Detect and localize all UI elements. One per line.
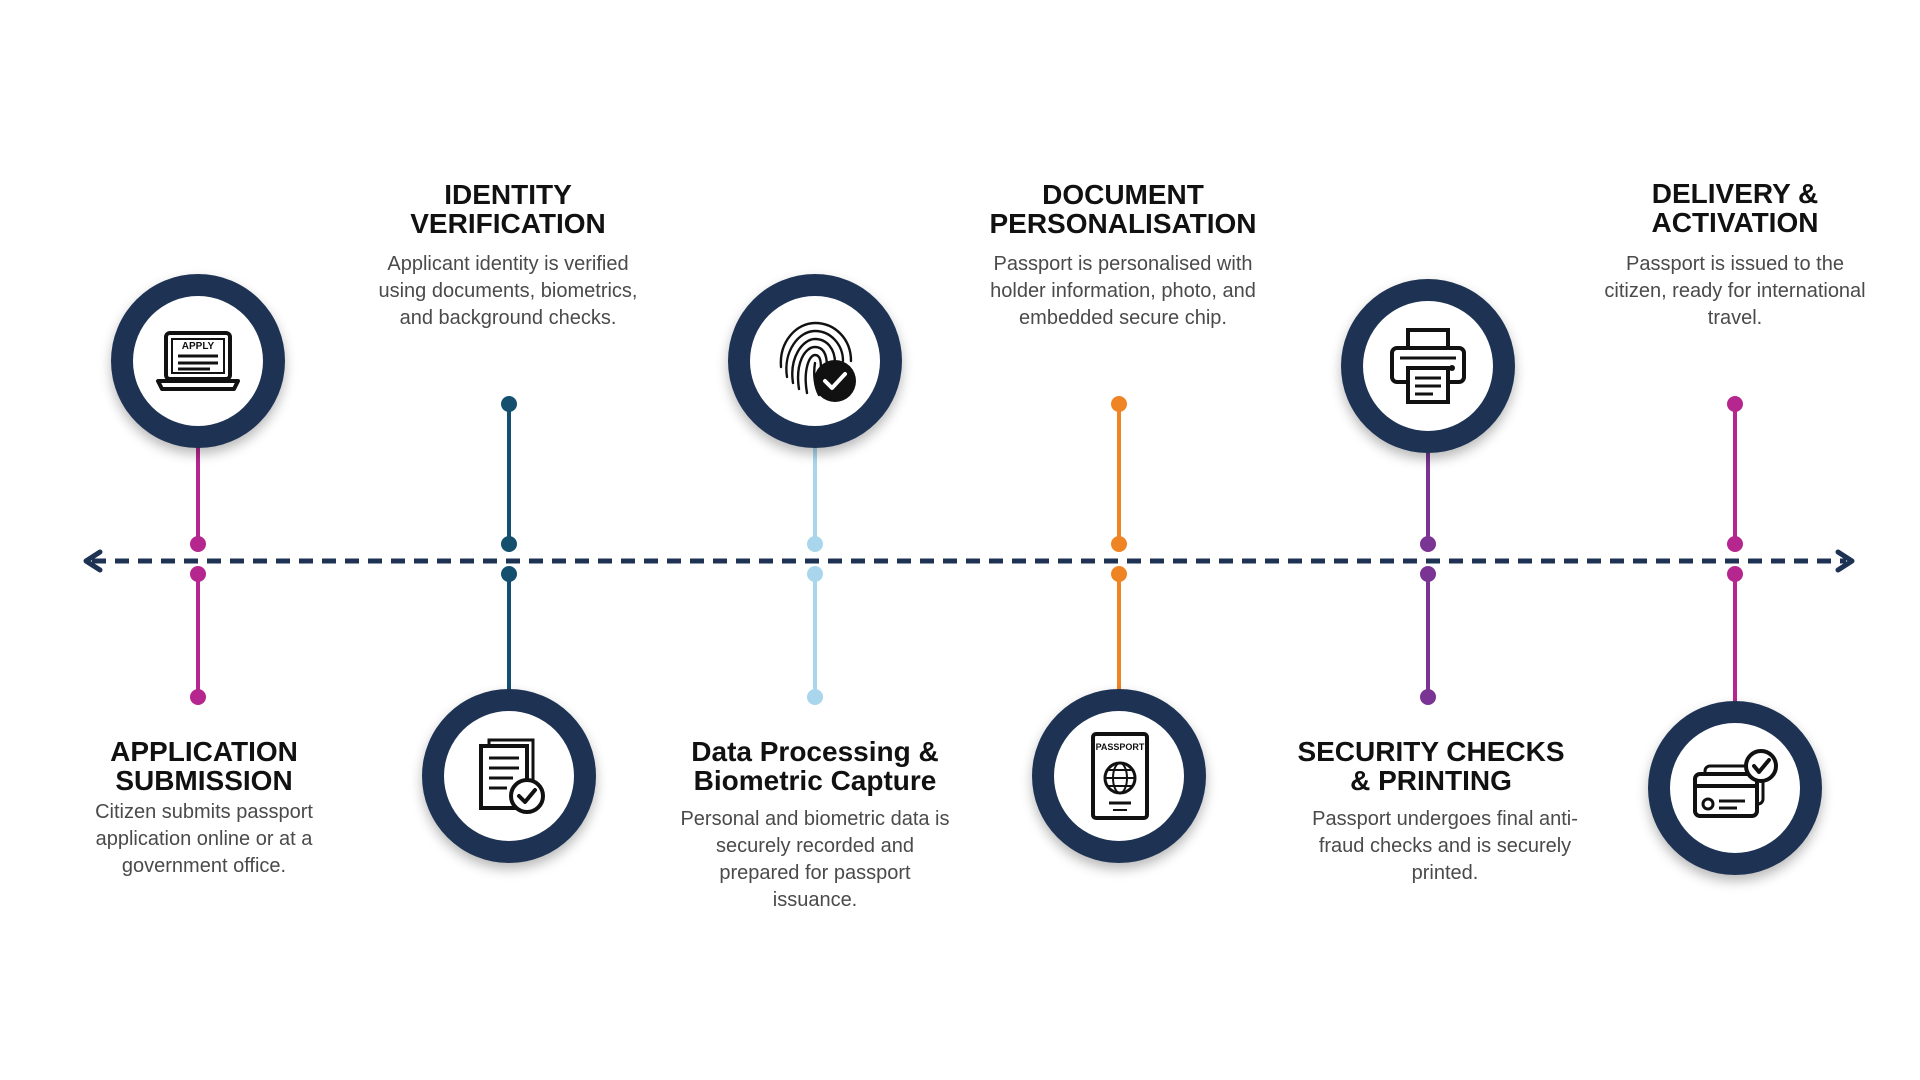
step-3-axis-dot-upper [807,536,823,552]
apply-icon-label: APPLY [182,341,215,352]
step-2-axis-dot-upper [501,536,517,552]
passport-icon-label: PASSPORT [1096,742,1145,752]
step-1-end-dot [190,689,206,705]
step-4-end-dot [1111,396,1127,412]
printer-icon [1390,328,1466,404]
axis-arrow-left [83,549,103,573]
document-check-icon [479,738,545,814]
step-1-title: APPLICATION SUBMISSION [110,736,298,796]
step-5-axis-dot-upper [1420,536,1436,552]
step-3-axis-dot-lower [807,566,823,582]
step-3-icon-circle [728,274,902,448]
passport-icon: PASSPORT [1091,732,1149,820]
step-6-end-dot [1727,396,1743,412]
step-1-icon-circle: APPLY [111,274,285,448]
step-4-axis-dot-upper [1111,536,1127,552]
step-connectors [190,396,1743,706]
step-6-title: DELIVERY & ACTIVATION [1651,178,1819,238]
step-2-description: Applicant identity is verified using doc… [378,253,638,329]
card-check-icon [1693,749,1778,818]
step-2-axis-dot-lower [501,566,517,582]
step-2-end-dot [501,396,517,412]
step-6-axis-dot-upper [1727,536,1743,552]
step-5-axis-dot-lower [1420,566,1436,582]
step-3-description: Personal and biometric data is securely … [680,808,950,911]
step-4-title: DOCUMENT PERSONALISATION [989,179,1257,239]
step-3-end-dot [807,689,823,705]
step-5-title: SECURITY CHECKS & PRINTING [1297,736,1565,796]
step-2-icon-circle [422,689,596,863]
step-1-description: Citizen submits passport application onl… [95,801,313,877]
step-2-title: IDENTITY VERIFICATION [410,179,606,239]
axis-arrow-right [1835,549,1855,573]
step-1-axis-dot-upper [190,536,206,552]
step-6-description: Passport is issued to the citizen, ready… [1604,253,1866,329]
step-4-icon-circle: PASSPORT [1032,689,1206,863]
step-5-icon-circle [1341,279,1515,453]
step-6-axis-dot-lower [1727,566,1743,582]
step-5-end-dot [1420,689,1436,705]
step-6-icon-circle [1648,701,1822,875]
step-5-description: Passport undergoes final anti-fraud chec… [1312,808,1578,884]
step-4-description: Passport is personalised with holder inf… [990,253,1256,329]
step-1-axis-dot-lower [190,566,206,582]
step-4-axis-dot-lower [1111,566,1127,582]
step-3-title: Data Processing & Biometric Capture [691,736,939,796]
apply-laptop-icon: APPLY [156,331,240,391]
fingerprint-check-icon [779,321,856,402]
